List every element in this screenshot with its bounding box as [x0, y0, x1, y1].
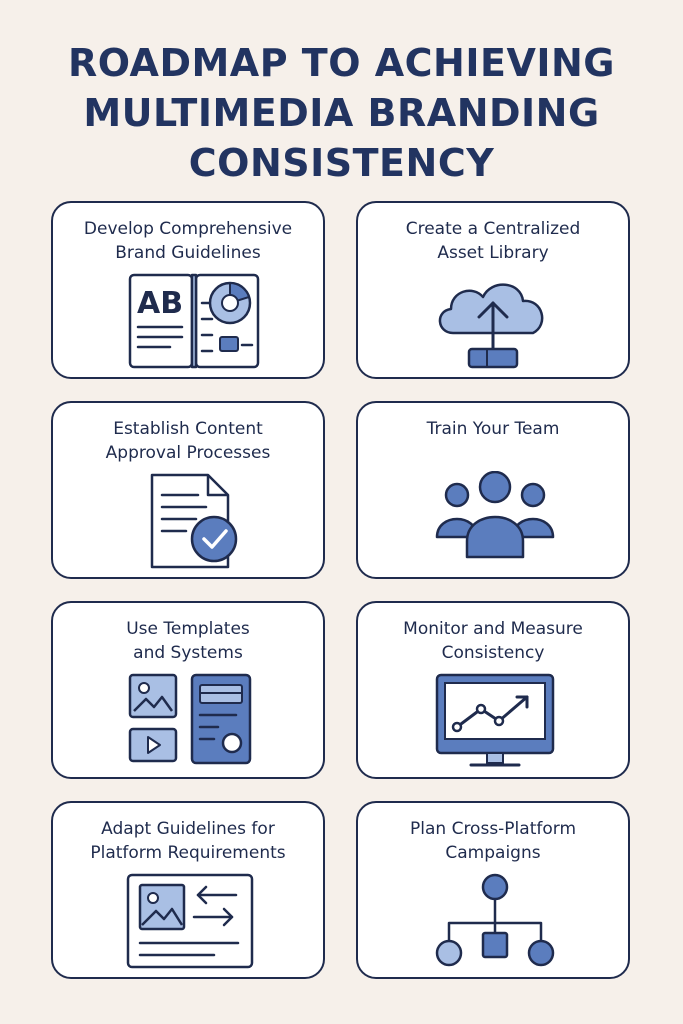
cloud-upload-icon: [438, 283, 544, 369]
step-label-line-1: Monitor and Measure: [403, 619, 583, 639]
step-label-line-2: Platform Requirements: [90, 843, 286, 863]
hierarchy-network-icon: [435, 873, 555, 967]
step-card-brand-guidelines: Develop Comprehensive Brand Guidelines A…: [51, 201, 325, 379]
step-label-line-1: Develop Comprehensive: [83, 219, 293, 239]
step-label-line-1: Adapt Guidelines for: [101, 819, 275, 839]
image-adapt-arrows-icon: [126, 873, 254, 969]
step-label-line-2: Consistency: [441, 643, 545, 663]
step-card-asset-library: Create a Centralized Asset Library: [356, 201, 630, 379]
step-card-templates-systems: Use Templates and Systems: [51, 601, 325, 779]
step-card-adapt-guidelines: Adapt Guidelines for Platform Requiremen…: [51, 801, 325, 979]
step-card-cross-platform: Plan Cross-Platform Campaigns: [356, 801, 630, 979]
monitor-analytics-icon: [435, 673, 555, 767]
step-label: Establish Content Approval Processes: [53, 417, 323, 465]
step-label-line-2: Campaigns: [445, 843, 541, 863]
templates-icon: [128, 673, 252, 765]
step-label-line-1: Train Your Team: [426, 419, 560, 439]
step-label: Monitor and Measure Consistency: [358, 617, 628, 665]
step-label: Adapt Guidelines for Platform Requiremen…: [53, 817, 323, 865]
step-label-line-1: Plan Cross-Platform: [410, 819, 576, 839]
step-label-line-1: Use Templates: [126, 619, 250, 639]
step-label-line-1: Create a Centralized: [405, 219, 581, 239]
step-label: Develop Comprehensive Brand Guidelines: [53, 217, 323, 265]
step-card-train-team: Train Your Team: [356, 401, 630, 579]
team-group-icon: [435, 471, 555, 559]
svg-text:AB: AB: [137, 286, 183, 321]
title-line-1: ROADMAP TO ACHIEVING: [68, 41, 615, 85]
brand-guidelines-book-icon: AB: [128, 273, 260, 369]
step-label: Plan Cross-Platform Campaigns: [358, 817, 628, 865]
step-label-line-2: Asset Library: [437, 243, 549, 263]
step-label: Train Your Team: [358, 417, 628, 441]
title-line-3: CONSISTENCY: [188, 141, 495, 185]
step-label-line-1: Establish Content: [113, 419, 263, 439]
step-card-monitor-measure: Monitor and Measure Consistency: [356, 601, 630, 779]
step-label-line-2: Approval Processes: [105, 443, 271, 463]
step-card-approval-processes: Establish Content Approval Processes: [51, 401, 325, 579]
title-line-2: MULTIMEDIA BRANDING: [83, 91, 600, 135]
step-label-line-2: Brand Guidelines: [115, 243, 261, 263]
step-label-line-2: and Systems: [133, 643, 243, 663]
step-label: Use Templates and Systems: [53, 617, 323, 665]
document-approved-icon: [150, 473, 238, 569]
page-title: ROADMAP TO ACHIEVING MULTIMEDIA BRANDING…: [0, 38, 683, 188]
step-label: Create a Centralized Asset Library: [358, 217, 628, 265]
